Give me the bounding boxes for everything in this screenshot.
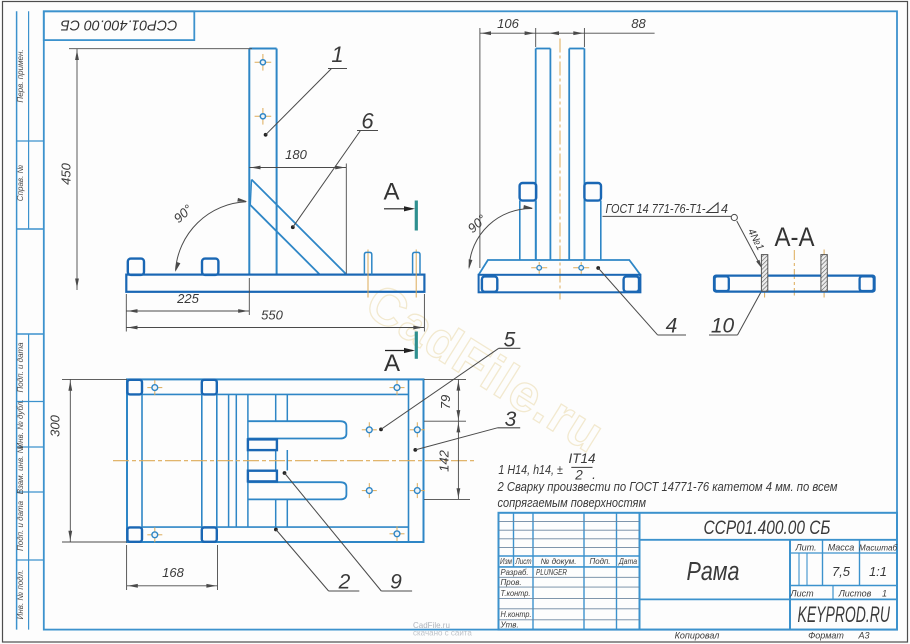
svg-text:A: A (383, 179, 399, 206)
svg-text:450: 450 (59, 162, 74, 184)
svg-text:Взам. инв. №: Взам. инв. № (16, 444, 25, 494)
svg-text:Дата: Дата (618, 557, 637, 566)
svg-text:IT14: IT14 (568, 451, 595, 466)
svg-text:Изм: Изм (500, 557, 512, 566)
svg-text:.: . (592, 467, 596, 482)
svg-text:106: 106 (497, 16, 519, 31)
svg-text:4: 4 (721, 202, 728, 216)
svg-text:Справ. №: Справ. № (16, 164, 25, 201)
svg-text:ССР01.400.00 СБ: ССР01.400.00 СБ (60, 17, 177, 34)
svg-text:A: A (384, 350, 400, 377)
svg-text:1: 1 (331, 42, 343, 67)
svg-text:142: 142 (437, 449, 452, 471)
svg-text:Масса: Масса (828, 543, 855, 553)
svg-text:5: 5 (504, 329, 516, 352)
svg-text:1:1: 1:1 (869, 564, 887, 579)
svg-text:10: 10 (711, 315, 735, 338)
svg-text:4: 4 (666, 315, 678, 338)
svg-text:9: 9 (390, 571, 402, 594)
svg-text:ГОСТ 14 771-76-Т1-: ГОСТ 14 771-76-Т1- (606, 202, 706, 216)
svg-text:Подп. и дата: Подп. и дата (16, 342, 25, 393)
svg-text:168: 168 (162, 565, 184, 580)
svg-text:KEYPROD.RU: KEYPROD.RU (798, 602, 891, 627)
svg-text:А3: А3 (857, 631, 869, 641)
svg-text:225: 225 (176, 291, 199, 306)
svg-text:1: 1 (882, 589, 887, 599)
svg-text:Подп. и дата: Подп. и дата (16, 500, 25, 551)
svg-text:Разраб.: Разраб. (501, 568, 529, 577)
svg-text:Лист: Лист (789, 589, 814, 599)
svg-text:PLUNGER: PLUNGER (536, 568, 567, 577)
svg-text:1 Н14, h14, ±: 1 Н14, h14, ± (498, 462, 563, 477)
svg-text:Рама: Рама (687, 558, 740, 586)
svg-text:скачано с сайта: скачано с сайта (413, 629, 472, 638)
svg-text:79: 79 (438, 395, 453, 409)
svg-text:Подп.: Подп. (590, 557, 611, 566)
svg-text:Формат: Формат (808, 631, 844, 641)
svg-text:88: 88 (631, 16, 646, 31)
svg-text:ССР01.400.00 СБ: ССР01.400.00 СБ (704, 518, 831, 539)
svg-text:А-А: А-А (775, 222, 815, 252)
svg-text:300: 300 (48, 414, 63, 436)
svg-text:3: 3 (505, 408, 517, 431)
svg-text:Утв.: Утв. (500, 621, 519, 630)
svg-text:№ докум.: № докум. (541, 557, 577, 566)
svg-text:сопрягаемым поверхностям: сопрягаемым поверхностям (498, 495, 647, 510)
svg-text:Н.контр.: Н.контр. (501, 610, 532, 619)
svg-text:550: 550 (261, 308, 283, 323)
svg-text:CadFile.ru: CadFile.ru (413, 621, 450, 630)
svg-text:6: 6 (361, 109, 374, 134)
svg-text:7,5: 7,5 (832, 564, 851, 579)
svg-text:Копировал: Копировал (675, 631, 720, 641)
svg-text:Пров.: Пров. (501, 578, 522, 587)
svg-text:2: 2 (338, 571, 351, 594)
svg-text:2: 2 (574, 468, 583, 483)
svg-text:Листов: Листов (838, 589, 872, 599)
svg-text:Инв. № дубл.: Инв. № дубл. (16, 399, 25, 448)
svg-text:Масштаб: Масштаб (859, 544, 898, 553)
svg-text:2 Сварку произвести по ГОСТ 14: 2 Сварку произвести по ГОСТ 14771-76 кат… (497, 479, 838, 494)
svg-text:Перв. примен.: Перв. примен. (16, 49, 25, 102)
svg-text:Лист: Лист (515, 557, 532, 566)
svg-text:Лит.: Лит. (794, 543, 816, 553)
svg-text:180: 180 (285, 147, 307, 162)
svg-text:Инв. № подл.: Инв. № подл. (16, 570, 25, 620)
svg-text:Т.контр.: Т.контр. (501, 589, 531, 598)
